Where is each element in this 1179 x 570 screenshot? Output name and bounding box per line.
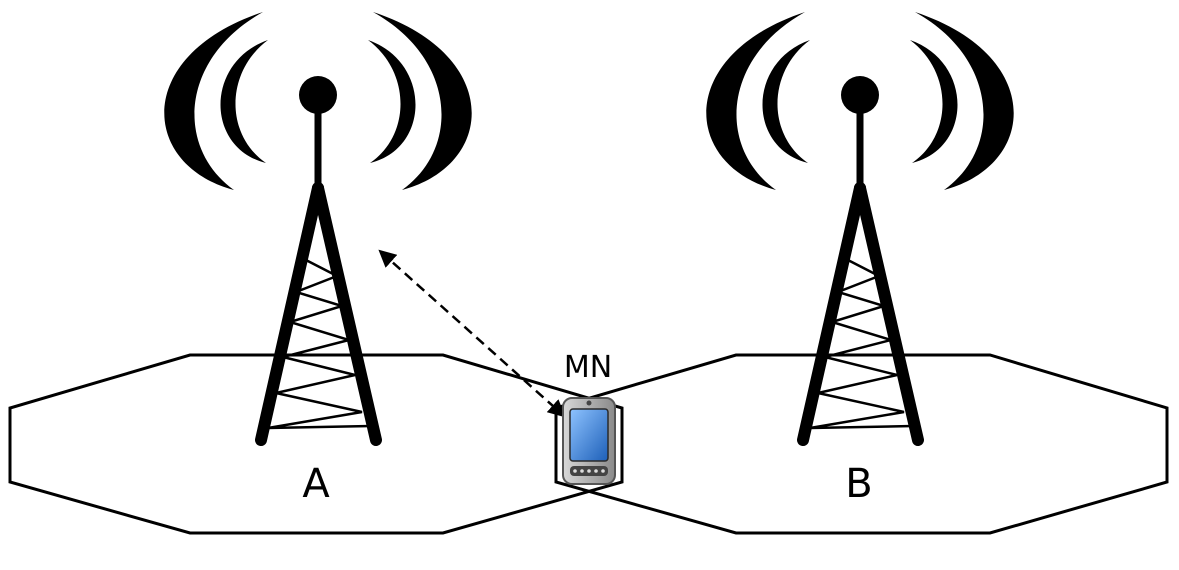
cell-a: A [8,12,624,535]
mobile-node: MN [562,350,616,485]
mobile-phone-icon [562,397,616,485]
cell-tower-icon [797,76,924,446]
radio-wave-icon [706,12,1014,190]
cell-b-label: B [845,461,872,507]
cell-a-label: A [302,461,330,507]
cell-b: B [554,12,1169,535]
signal-link-arrow [378,249,566,418]
radio-wave-icon [164,12,472,190]
mobile-node-label: MN [564,350,612,385]
cell-tower-icon [255,76,382,446]
cell-b-coverage-octagon [554,353,1169,535]
